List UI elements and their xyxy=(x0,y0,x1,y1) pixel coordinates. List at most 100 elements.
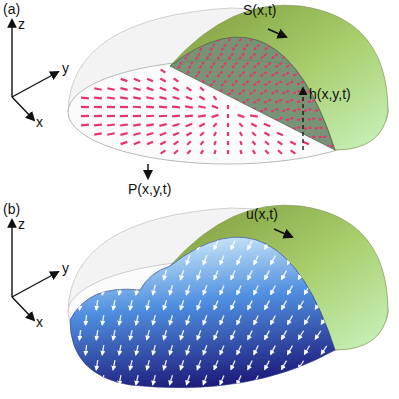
velocity-vector xyxy=(338,286,344,294)
dash-mark xyxy=(120,124,128,125)
velocity-vector xyxy=(220,315,224,324)
velocity-vector xyxy=(180,270,183,279)
velocity-vector xyxy=(170,285,173,295)
dash-mark xyxy=(133,133,140,135)
dash-mark xyxy=(185,34,188,41)
dash-mark xyxy=(172,105,180,108)
velocity-vector xyxy=(113,210,115,220)
dash-mark xyxy=(200,132,204,136)
dash-mark xyxy=(175,34,178,42)
dash-mark xyxy=(326,127,334,129)
velocity-vector xyxy=(271,376,276,385)
velocity-vector xyxy=(288,226,293,235)
dash-mark xyxy=(253,117,260,121)
dash-mark xyxy=(107,88,114,90)
dash-mark xyxy=(81,106,89,109)
dash-mark xyxy=(243,44,248,50)
velocity-vector xyxy=(136,285,138,295)
axis-label: x xyxy=(36,114,43,130)
velocity-vector xyxy=(265,361,270,370)
dash-mark xyxy=(261,53,267,58)
dash-mark xyxy=(94,133,101,134)
velocity-vector xyxy=(147,330,150,340)
velocity-vector xyxy=(180,240,183,249)
dash-mark xyxy=(174,89,178,96)
velocity-vector xyxy=(332,271,338,279)
dash-mark xyxy=(253,150,255,154)
director-field xyxy=(173,16,338,149)
velocity-vector xyxy=(153,375,156,385)
velocity-vector xyxy=(96,210,98,220)
dash-mark xyxy=(254,26,259,32)
velocity-vector xyxy=(130,300,132,310)
dash-mark xyxy=(326,55,334,58)
dash-mark xyxy=(254,99,261,103)
dash-mark xyxy=(222,44,227,51)
velocity-vector xyxy=(298,271,303,280)
velocity-vector xyxy=(119,225,121,235)
dash-mark xyxy=(264,136,271,139)
axes xyxy=(12,220,58,320)
velocity-vector xyxy=(113,330,115,340)
velocity-vector xyxy=(203,345,207,354)
dash-mark xyxy=(250,35,255,41)
dash-mark xyxy=(221,62,226,68)
dash-mark xyxy=(315,36,322,40)
dash-mark xyxy=(294,18,300,23)
dash-mark xyxy=(198,106,205,108)
dash-mark xyxy=(326,145,334,147)
dash-mark xyxy=(120,88,127,90)
dash-mark xyxy=(326,18,333,22)
velocity-vector xyxy=(220,375,224,384)
velocity-vector xyxy=(170,345,173,355)
velocity-vector xyxy=(186,315,189,324)
velocity-vector xyxy=(79,360,80,370)
dash-mark xyxy=(107,97,115,98)
velocity-field xyxy=(79,210,343,385)
axis-line xyxy=(11,220,12,297)
dash-mark xyxy=(326,109,334,112)
velocity-vector xyxy=(186,345,189,354)
dash-mark xyxy=(147,133,154,135)
dash-mark xyxy=(297,81,304,84)
dash-mark xyxy=(200,87,204,91)
velocity-vector xyxy=(315,301,320,309)
velocity-vector xyxy=(237,375,241,384)
dash-mark xyxy=(177,134,182,140)
dash-mark xyxy=(291,150,296,153)
dash-mark xyxy=(227,105,229,109)
velocity-vector xyxy=(220,345,224,354)
droplet-surface xyxy=(170,5,388,150)
velocity-vector xyxy=(96,360,98,370)
velocity-vector xyxy=(231,300,235,309)
dash-mark xyxy=(286,63,293,67)
velocity-vector xyxy=(231,360,235,369)
dash-mark xyxy=(264,99,271,103)
dash-mark xyxy=(213,96,216,100)
velocity-vector xyxy=(203,285,207,294)
dash-mark xyxy=(260,108,267,112)
dash-mark xyxy=(239,108,246,112)
dash-mark xyxy=(315,127,323,130)
dash-mark xyxy=(195,89,200,95)
velocity-vector xyxy=(170,375,173,385)
dash-mark xyxy=(253,135,260,138)
dash-mark xyxy=(159,124,166,126)
dash-mark xyxy=(265,63,271,68)
axis-line xyxy=(12,72,58,97)
velocity-vector xyxy=(231,330,235,339)
dash-mark xyxy=(178,61,181,68)
velocity-vector xyxy=(231,270,235,279)
dash-mark xyxy=(217,53,222,59)
dash-mark xyxy=(221,135,228,140)
dash-mark xyxy=(254,81,260,86)
velocity-vector xyxy=(186,255,189,264)
dash-mark xyxy=(297,63,304,67)
velocity-vector xyxy=(119,345,121,355)
dash-mark xyxy=(229,35,234,41)
velocity-vector xyxy=(304,376,309,385)
velocity-vector xyxy=(164,270,167,280)
velocity-vector xyxy=(197,210,201,219)
dash-mark xyxy=(240,132,242,136)
